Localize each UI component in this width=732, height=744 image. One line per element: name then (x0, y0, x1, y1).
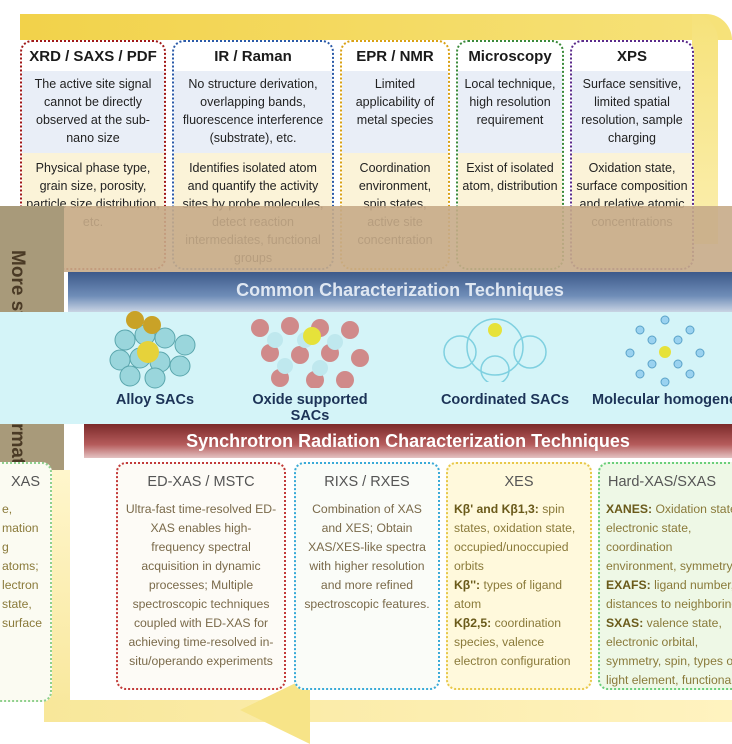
card-xes: XES Kβ' and Kβ1,3: spin states, oxidatio… (446, 462, 592, 690)
card-hard-xas: Hard-XAS/SXAS XANES: Oxidation state, el… (598, 462, 732, 690)
card-title: Microscopy (468, 48, 552, 65)
body-line: lectron (2, 578, 39, 592)
card-body: e, mation g atoms; lectron state, surfac… (0, 498, 50, 635)
body-line: e, (2, 502, 13, 516)
coordinated-sac-illustration (443, 318, 547, 382)
common-techniques-banner: Common Characterization Techniques (68, 272, 732, 312)
line-text: valence state, electronic orbital, symme… (606, 616, 732, 687)
bottom-arrow-band (44, 700, 732, 722)
card-title: RIXS / RXES (324, 474, 410, 490)
card-title: XPS (616, 48, 647, 65)
xas-line-1: XANES: Oxidation state, electronic state… (606, 500, 732, 576)
card-limitation: No structure derivation, overlapping ban… (174, 71, 332, 153)
xas-line-3: SXAS: valence state, electronic orbital,… (606, 614, 732, 688)
card-body: Ultra-fast time-resolved ED-XAS enables … (125, 502, 277, 668)
sac-label-coordinated: Coordinated SACs (440, 392, 570, 408)
body-line: surface (2, 616, 42, 630)
overlay-band (0, 206, 732, 272)
body-line: mation (2, 521, 39, 535)
line-label: XANES: (606, 502, 653, 516)
card-ed-xas: ED-XAS / MSTC Ultra-fast time-resolved E… (116, 462, 286, 690)
card-body: Kβ' and Kβ1,3: spin states, oxidation st… (448, 498, 590, 673)
top-arrow-band (20, 14, 732, 40)
line-text: spin states, oxidation state, occupied/u… (454, 502, 576, 573)
card-body: XANES: Oxidation state, electronic state… (600, 498, 732, 688)
right-arrow-band (692, 14, 718, 244)
card-limitation: Limited applicability of metal species (342, 71, 448, 153)
line-text: Oxidation state, electronic state, coord… (606, 502, 732, 573)
card-title: IR / Raman (214, 48, 292, 65)
line-label: Kβ'': (454, 578, 481, 592)
line-label: Kβ' and Kβ1,3: (454, 502, 539, 516)
molecular-sac-illustration (625, 315, 705, 387)
alloy-sac-illustration (109, 311, 196, 389)
card-title: XAS (10, 474, 40, 490)
line-label: Kβ2,5: (454, 616, 492, 630)
card-xas-partial: XAS e, mation g atoms; lectron state, su… (0, 462, 52, 702)
card-title: Hard-XAS/SXAS (608, 474, 716, 490)
line-label: EXAFS: (606, 578, 651, 592)
card-limitation: Local technique, high resolution require… (458, 71, 562, 153)
sac-label-molecular: Molecular homogeneous SACs (592, 392, 732, 408)
card-title: XRD / SAXS / PDF (29, 48, 157, 65)
line-text: coordination species, valence electron c… (454, 616, 571, 668)
card-rixs: RIXS / RXES Combination of XAS and XES; … (294, 462, 440, 690)
card-limitation: Surface sensitive, limited spatial resol… (572, 71, 692, 153)
card-title: XES (504, 474, 534, 490)
body-line: g atoms; (2, 540, 39, 573)
line-text: types of ligand atom (454, 578, 563, 611)
body-line: state, (2, 597, 32, 611)
card-title: ED-XAS / MSTC (147, 474, 255, 490)
xes-line-3: Kβ2,5: coordination species, valence ele… (454, 614, 584, 671)
line-text: ligand number, distances to neighboring (606, 578, 732, 611)
card-body: Combination of XAS and XES; Obtain XAS/X… (304, 502, 430, 611)
xes-line-1: Kβ' and Kβ1,3: spin states, oxidation st… (454, 500, 584, 576)
line-label: SXAS: (606, 616, 644, 630)
xas-line-2: EXAFS: ligand number, distances to neigh… (606, 576, 732, 614)
synchrotron-banner: Synchrotron Radiation Characterization T… (84, 424, 732, 458)
oxide-sac-illustration (251, 317, 369, 388)
card-limitation: The active site signal cannot be directl… (22, 71, 164, 153)
card-title: EPR / NMR (356, 48, 434, 65)
sac-label-alloy: Alloy SACs (115, 392, 195, 408)
xes-line-2: Kβ'': types of ligand atom (454, 576, 584, 614)
sac-label-oxide: Oxide supported SACs (252, 392, 368, 424)
